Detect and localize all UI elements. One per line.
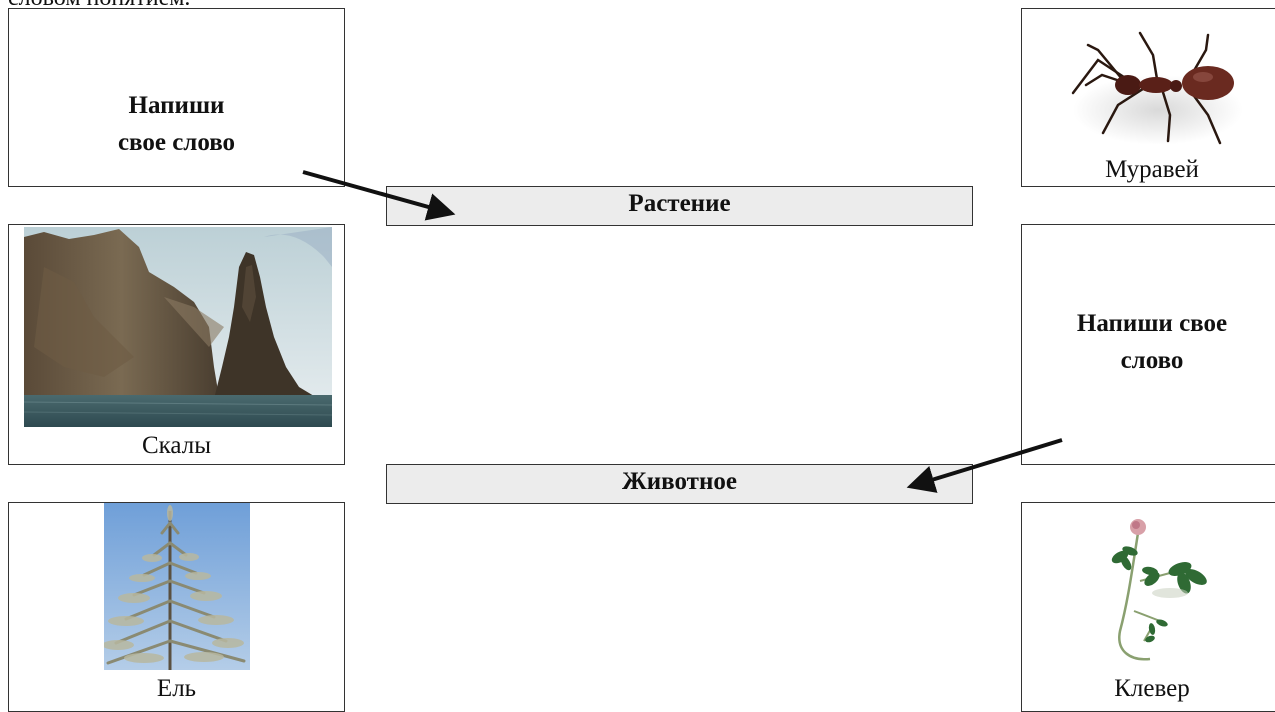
instruction-fragment: словом понятием. (8, 0, 190, 10)
rocks-sea-picture (24, 227, 332, 427)
ant-label: Муравей (1105, 156, 1199, 183)
write-word-line-1: Напиши (128, 92, 225, 119)
arrow-to-plant (302, 170, 456, 221)
write-word-card-right[interactable]: Напиши свое слово (1021, 224, 1275, 465)
spruce-tree-picture (104, 503, 250, 670)
rocks-card[interactable]: Скалы (8, 224, 345, 465)
spruce-card[interactable]: Ель (8, 502, 345, 712)
rocks-label: Скалы (141, 432, 212, 459)
arrow-to-animal (906, 438, 1063, 493)
category-plant[interactable]: Растение (386, 186, 973, 226)
category-animal[interactable]: Животное (386, 464, 973, 504)
spruce-label: Ель (156, 675, 197, 702)
write-word-right-line-2: слово (1120, 347, 1184, 374)
write-word-right-line-1: Напиши свое (1076, 310, 1228, 337)
ant-picture (1058, 15, 1248, 150)
clover-card[interactable]: Клевер (1021, 502, 1275, 712)
clover-label: Клевер (1114, 675, 1190, 702)
write-word-card-top-left[interactable]: Напиши свое слово (8, 8, 345, 187)
write-word-line-2: свое слово (117, 129, 236, 156)
ant-card[interactable]: Муравей (1021, 8, 1275, 187)
clover-plant-picture (1100, 511, 1230, 671)
